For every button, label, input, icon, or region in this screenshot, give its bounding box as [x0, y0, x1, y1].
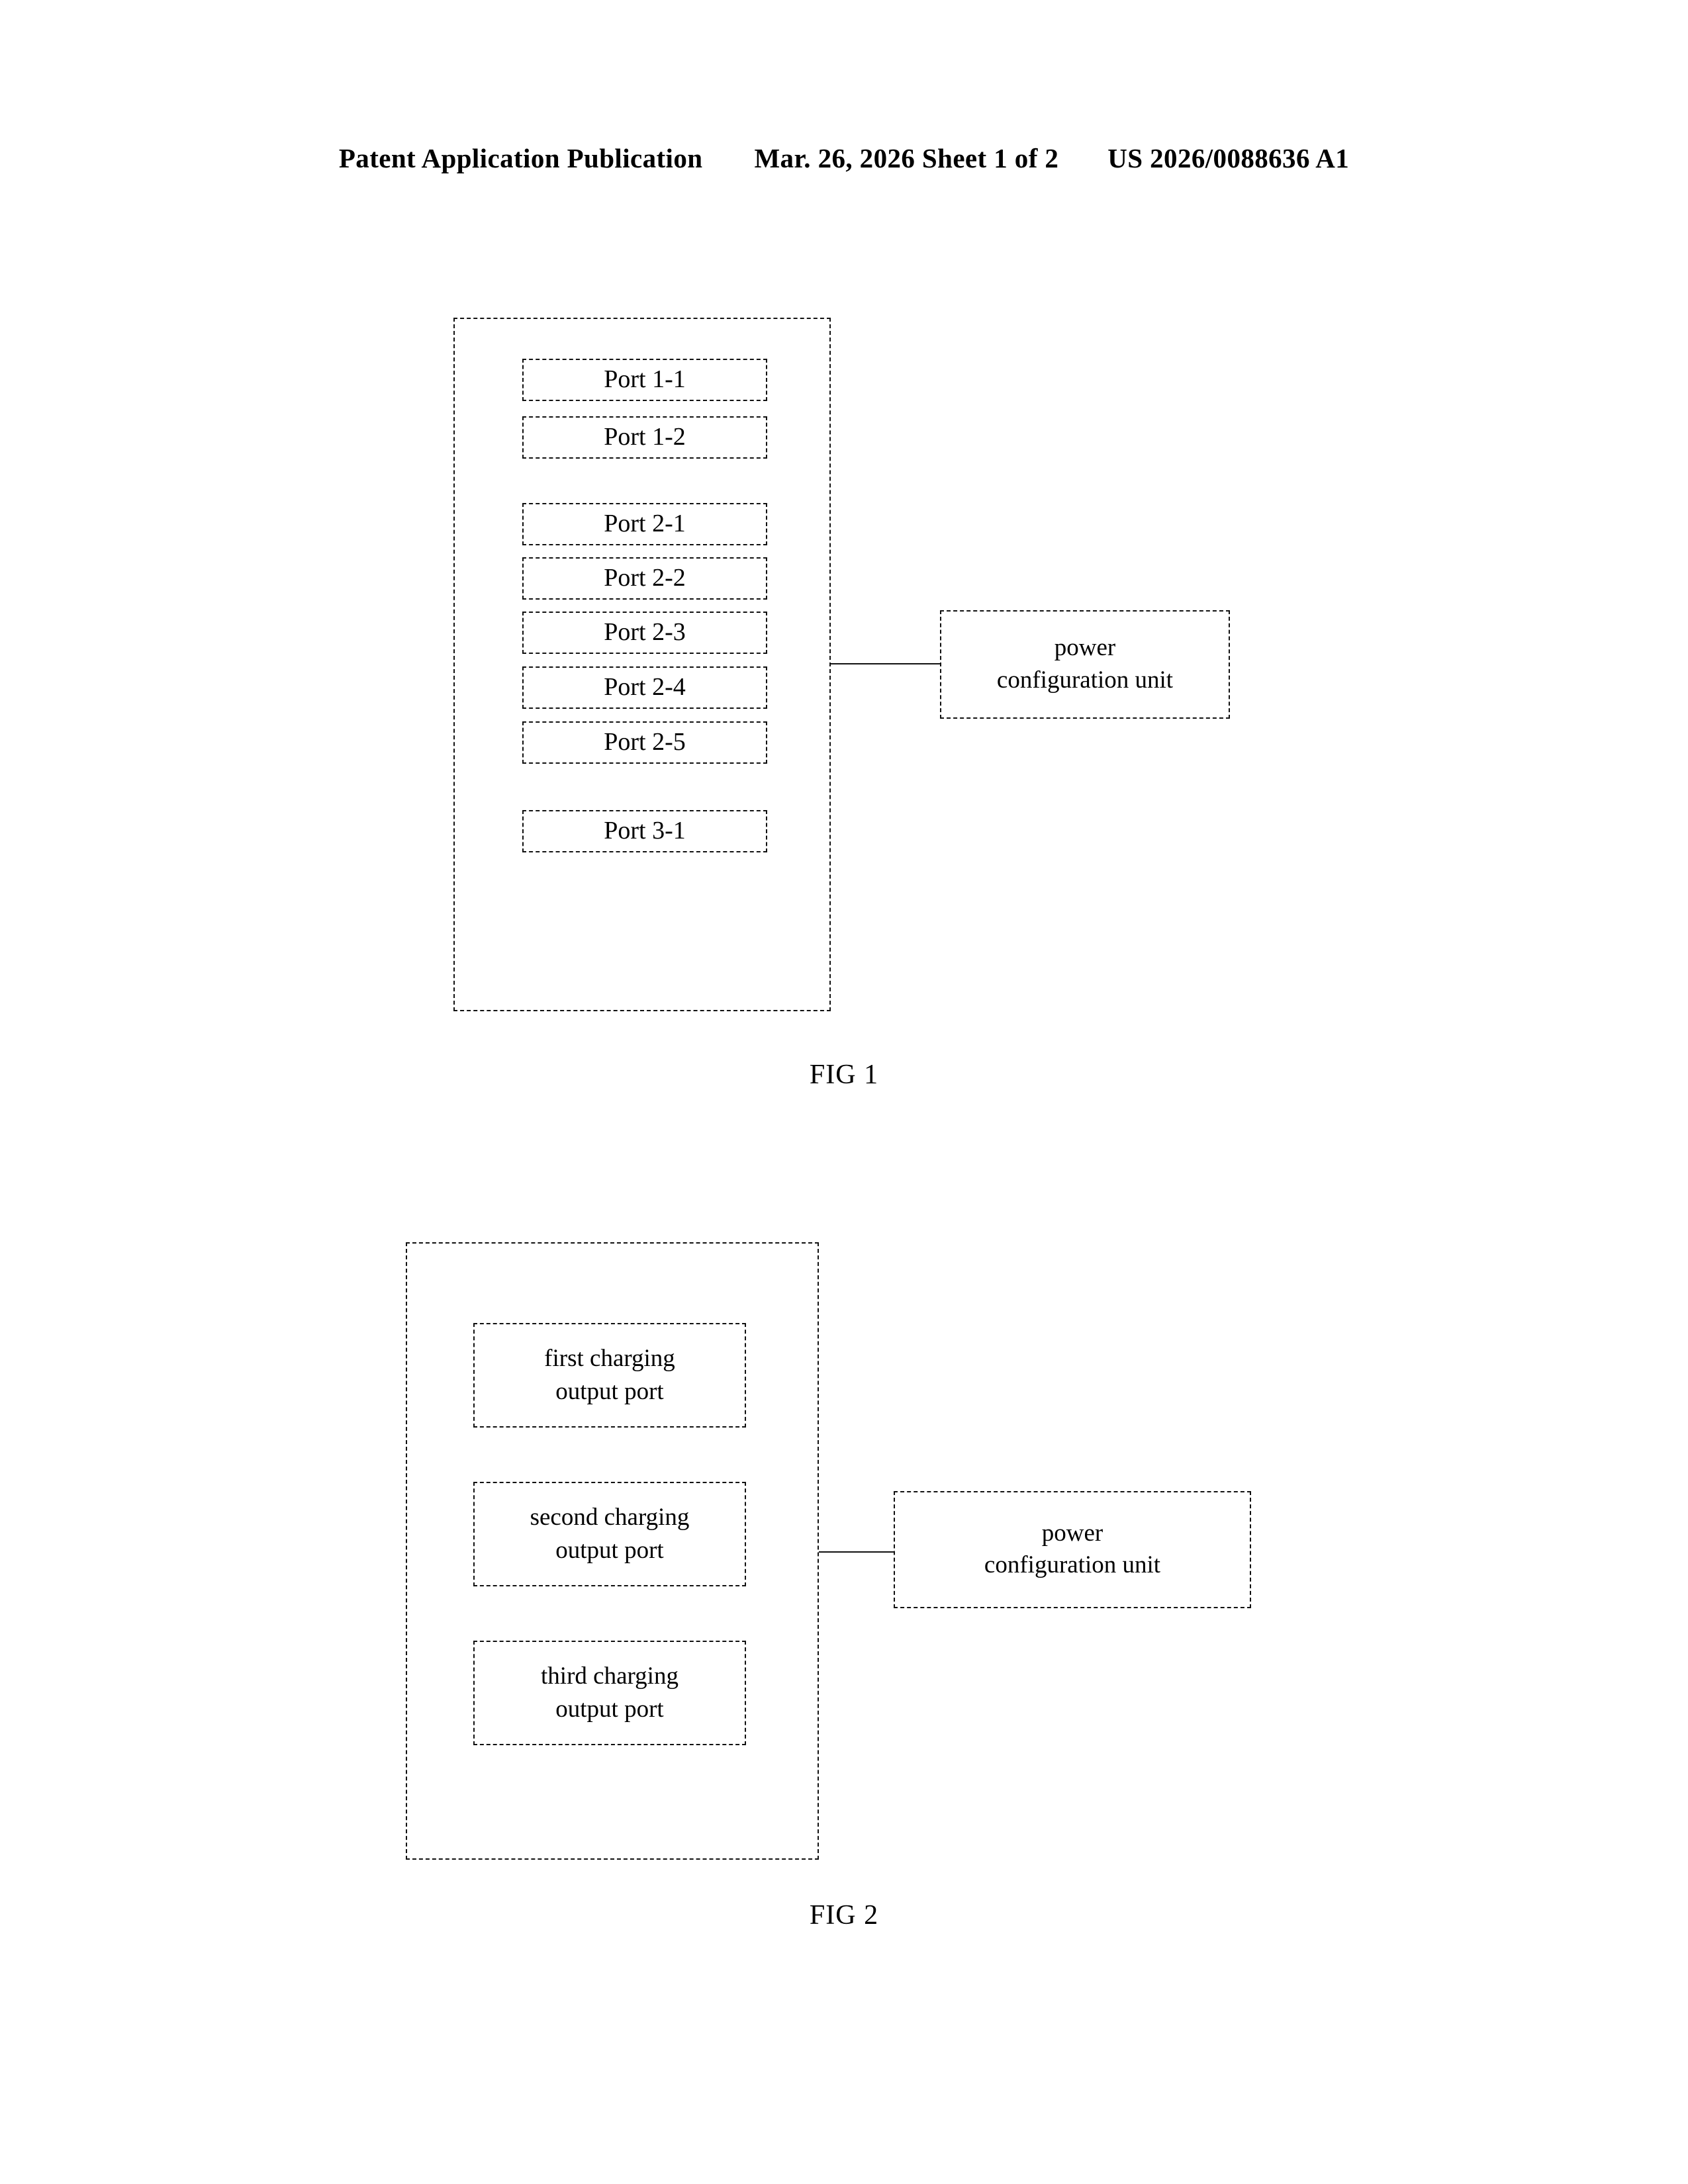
fig1-port-box-2-2: Port 2-2 [522, 557, 767, 600]
fig2-device-container: first charging output port second chargi… [406, 1242, 819, 1860]
fig1-port-label-3-1: Port 3-1 [604, 817, 686, 845]
header-publication-label: Patent Application Publication [338, 143, 703, 173]
fig1-port-label-2-4: Port 2-4 [604, 673, 686, 702]
fig2-third-charging-output-port: third charging output port [473, 1641, 746, 1745]
fig1-port-box-2-4: Port 2-4 [522, 666, 767, 709]
fig1-port-box-1-2: Port 1-2 [522, 416, 767, 459]
fig1-port-label-2-2: Port 2-2 [604, 564, 686, 592]
fig2-first-charging-output-port: first charging output port [473, 1323, 746, 1428]
fig1-connector-line [831, 663, 941, 664]
fig1-port-box-1-1: Port 1-1 [522, 359, 767, 401]
fig1-port-label-2-5: Port 2-5 [604, 728, 686, 756]
fig2-caption: FIG 2 [809, 1900, 879, 1931]
fig2-power-configuration-unit: power configuration unit [894, 1491, 1251, 1608]
fig2-second-charging-output-port-label: second charging output port [530, 1504, 690, 1564]
fig1-port-label-1-2: Port 1-2 [604, 423, 686, 451]
fig1-power-configuration-unit: power configuration unit [940, 610, 1230, 719]
fig1-caption: FIG 1 [809, 1060, 879, 1090]
header-patent-number: US 2026/0088636 A1 [1107, 143, 1350, 173]
fig1-port-box-2-5: Port 2-5 [522, 721, 767, 764]
publication-header: Patent Application Publication Mar. 26, … [0, 142, 1688, 182]
fig1-port-label-1-1: Port 1-1 [604, 365, 686, 394]
fig2-power-configuration-unit-label: power configuration unit [984, 1519, 1161, 1579]
fig1-port-box-2-1: Port 2-1 [522, 503, 767, 545]
fig1-power-configuration-unit-label: power configuration unit [996, 634, 1174, 694]
fig1-port-box-3-1: Port 3-1 [522, 810, 767, 852]
fig2-second-charging-output-port: second charging output port [473, 1482, 746, 1586]
fig2-third-charging-output-port-label: third charging output port [541, 1662, 679, 1723]
fig1-port-label-2-3: Port 2-3 [604, 618, 686, 647]
fig1-port-label-2-1: Port 2-1 [604, 510, 686, 538]
fig1-device-container: Port 1-1 Port 1-2 Port 2-1 Port 2-2 Port… [453, 318, 831, 1011]
fig1-port-box-2-3: Port 2-3 [522, 612, 767, 654]
fig2-first-charging-output-port-label: first charging output port [544, 1345, 675, 1405]
fig2-connector-line [819, 1551, 895, 1553]
header-date-sheet-label: Mar. 26, 2026 Sheet 1 of 2 [754, 143, 1059, 173]
